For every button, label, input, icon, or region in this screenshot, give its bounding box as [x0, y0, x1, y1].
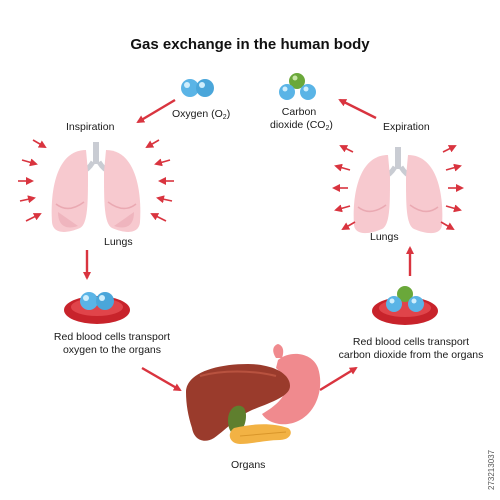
carbon-dioxide-label: Carbon dioxide (CO2)	[270, 106, 333, 135]
liver	[186, 364, 290, 441]
inhale-arrows	[18, 139, 174, 222]
rbc-oxygen-line2: oxygen to the organs	[62, 344, 162, 356]
diagram-title: Gas exchange in the human body	[130, 36, 370, 53]
oxygen-molecule-icon	[181, 79, 214, 97]
rbc-oxygen-label: Red blood cells transport oxygen to the …	[42, 331, 182, 357]
carbon-label-suffix: )	[329, 119, 333, 131]
arrow-oxygen-to-lungs	[136, 98, 176, 124]
oxygen-label-suffix: )	[226, 108, 231, 120]
red-blood-cell-icon	[64, 292, 130, 324]
carbon-label-line2: dioxide (CO	[270, 119, 326, 131]
rbc-oxygen-line1: Red blood cells transport	[53, 331, 171, 343]
inspiration-label: Inspiration	[66, 121, 115, 133]
carbon-label-sub: 2	[325, 125, 330, 132]
rbc-co2-label: Red blood cells transport carbon dioxide…	[326, 336, 496, 362]
carbon-dioxide-molecule-icon	[279, 73, 316, 100]
arrow-expiration-to-co2	[338, 98, 377, 120]
red-blood-cell-icon	[372, 286, 438, 325]
lungs-left-label: Lungs	[104, 236, 133, 248]
carbon-label-line1: Carbon	[281, 106, 317, 118]
lungs-right-label: Lungs	[370, 231, 399, 243]
rbc-co2-line1: Red blood cells transport	[352, 336, 470, 348]
stomach	[262, 353, 321, 425]
organs-label: Organs	[231, 459, 266, 471]
exhale-arrows	[332, 145, 464, 231]
rbc-co2-line2: carbon dioxide from the organs	[338, 349, 484, 361]
arrow-rbc-to-organs	[141, 366, 182, 392]
expiration-label: Expiration	[383, 121, 430, 133]
flow-arrows	[83, 98, 414, 392]
lungs-icon	[353, 147, 443, 234]
lungs-icon	[51, 142, 141, 232]
arrow-organs-to-rbc	[319, 366, 358, 392]
oxygen-label-sub: 2	[222, 114, 227, 121]
oxygen-label-text: Oxygen (O	[172, 108, 223, 120]
oxygen-label: Oxygen (O2)	[172, 108, 230, 124]
organs-icon	[186, 344, 321, 444]
stock-id-text: 273213037	[487, 449, 496, 490]
